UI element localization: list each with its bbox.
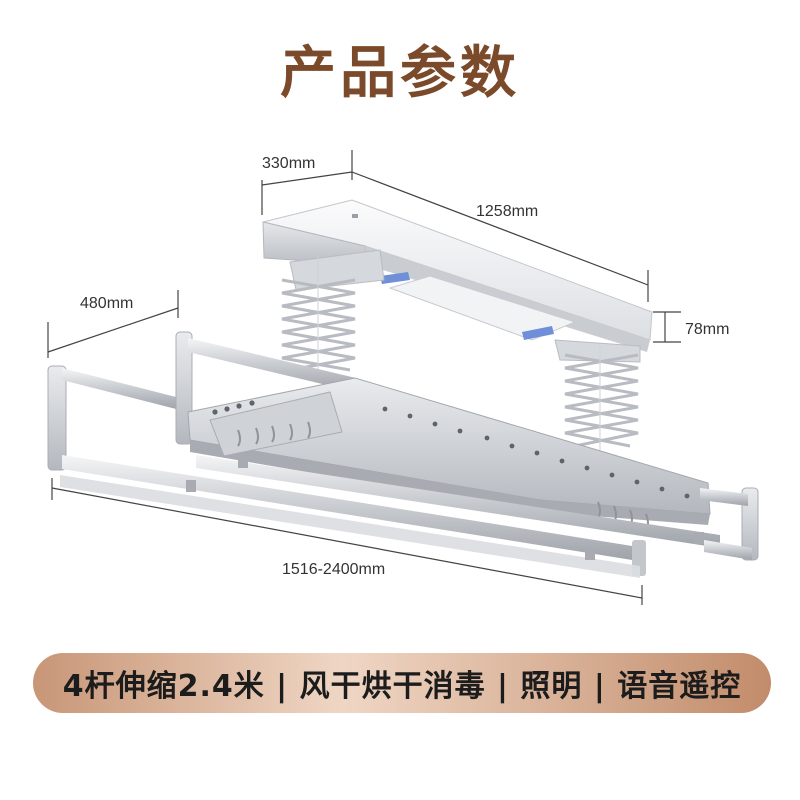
feature-banner-text: 4杆伸缩2.4米 | 风干烘干消毒 | 照明 | 语音遥控 — [62, 669, 742, 704]
dimension-length-extended: 1516-2400mm — [282, 561, 385, 578]
dimension-lines — [47, 150, 681, 605]
feature-banner: 4杆伸缩2.4米 | 风干烘干消毒 | 照明 | 语音遥控 — [33, 653, 771, 713]
dimension-width-top: 330mm — [262, 155, 315, 172]
outer-frame-left — [47, 365, 646, 578]
page-title: 产品参数 — [280, 41, 520, 106]
dimension-height-top: 78mm — [685, 321, 729, 338]
dimension-length-top: 1258mm — [476, 203, 538, 220]
top-housing — [262, 199, 653, 363]
dimension-depth-rack: 480mm — [80, 295, 133, 312]
rack-body — [175, 331, 759, 561]
scissor-lift-right — [564, 353, 639, 448]
